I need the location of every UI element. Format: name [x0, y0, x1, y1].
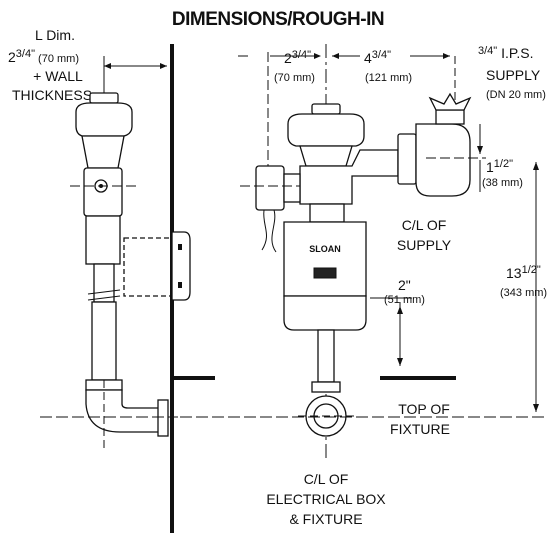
electrical-box	[123, 237, 173, 297]
cl-elec-1: C/L OF	[304, 471, 349, 487]
dim-e-mm: (51 mm)	[384, 294, 425, 306]
cl-elec-3: & FIXTURE	[289, 511, 362, 527]
top-fixture-2: FIXTURE	[390, 421, 450, 437]
l-dim-value: 23/4" (70 mm)	[8, 48, 79, 65]
dim-d: 131/2"	[506, 264, 541, 281]
dim-a-mm: (70 mm)	[274, 72, 315, 84]
wall-label-1: + WALL	[33, 68, 83, 84]
supply-label: SUPPLY	[486, 67, 541, 83]
front-view: 23/4" (70 mm) 43/4" (121 mm) 3/4" I.P.S.…	[180, 44, 547, 527]
l-dim-label: L Dim.	[35, 27, 75, 43]
supply-mm: (DN 20 mm)	[486, 89, 546, 101]
box-cover	[171, 231, 191, 301]
supply-flange	[397, 133, 417, 185]
front-valve-cap	[287, 113, 365, 147]
spud-elbow	[85, 389, 161, 433]
dim-c: 11/2"	[486, 158, 513, 175]
vacuum-breaker	[309, 203, 345, 223]
front-cap-top	[311, 103, 341, 115]
sensor-window	[313, 267, 337, 279]
control-stop	[415, 123, 471, 197]
wall-label-2: THICKNESS	[12, 87, 92, 103]
brand-logo: SLOAN	[309, 244, 341, 254]
solenoid	[255, 165, 285, 211]
stop-handle	[428, 92, 472, 111]
dim-c-mm: (38 mm)	[482, 177, 523, 189]
valve-cap	[75, 102, 133, 137]
cl-supply-1: C/L OF	[402, 217, 447, 233]
top-fixture-1: TOP OF	[398, 401, 450, 417]
dim-e: 2"	[398, 277, 411, 293]
sensor-housing	[283, 221, 367, 297]
diagram-title: DIMENSIONS/ROUGH-IN	[172, 9, 384, 30]
side-view: L Dim. 23/4" (70 mm) + WALL THICKNESS	[8, 27, 215, 533]
front-flush-tube	[317, 329, 335, 383]
supply-size: 3/4" I.P.S.	[478, 45, 534, 61]
cl-supply-2: SUPPLY	[397, 237, 452, 253]
flush-tube	[91, 301, 117, 381]
cap-top	[89, 92, 119, 104]
dim-a: 23/4"	[284, 49, 311, 66]
valve-body-top	[81, 135, 125, 169]
dim-d-mm: (343 mm)	[500, 287, 547, 299]
dim-b-mm: (121 mm)	[365, 72, 412, 84]
cl-elec-2: ELECTRICAL BOX	[266, 491, 386, 507]
dim-b: 43/4"	[364, 49, 391, 66]
tailpiece	[85, 215, 121, 265]
sensor-base	[283, 295, 367, 331]
spud-coupling	[157, 399, 169, 437]
